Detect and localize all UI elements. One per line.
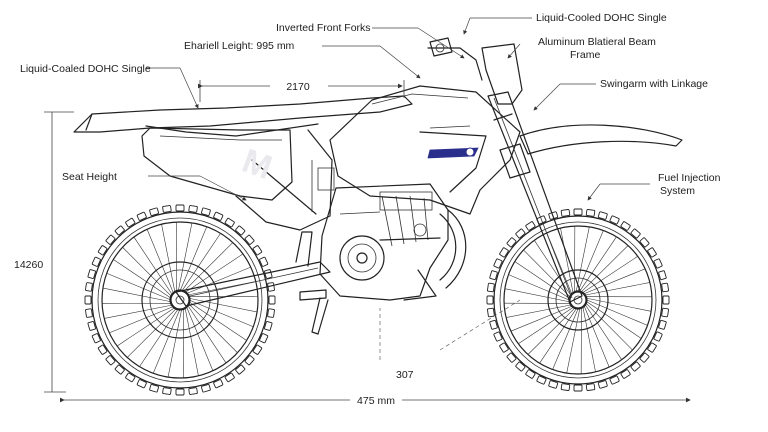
label-fuel-line1: Fuel Injection [658,172,721,184]
callout-leaders [146,17,650,201]
front-forks [487,91,583,303]
label-fuel-line2: System [660,185,695,197]
side-number-plate [141,127,293,201]
front-wheel [486,208,670,392]
label-ground-clearance: Ehariell Leight: 995 mm [184,40,295,52]
dim-left-height [44,111,74,393]
dim-top-length [198,80,405,102]
rear-wheel [84,204,276,396]
label-seat-height: Seat Height [62,171,117,183]
watermark: M [237,142,277,187]
label-swingarm: Swingarm with Linkage [600,78,708,90]
label-engine-top-right: Liquid-Cooled DOHC Single [536,12,667,24]
front-brake-disc [547,269,609,331]
dim-small-label: 307 [396,369,414,381]
dim-length-label: 2170 [286,81,310,93]
label-engine-left: Liquid-Coaled DOHC Single [20,63,151,75]
front-fender [519,124,683,155]
rear-brake-disc [141,261,219,339]
label-frame-line2: Frame [570,49,600,61]
airbox-frame [235,129,335,231]
number-plate-front [481,43,523,105]
handlebar [427,37,483,81]
footpeg [299,289,329,335]
label-frame-line1: Aluminum Blatieral Beam [538,36,656,48]
swingarm [175,231,331,307]
dim-height-label: 14260 [14,259,43,271]
fuel-tank-shroud [329,85,521,215]
exhaust-header [439,209,467,289]
dim-bottom-small [379,299,521,360]
label-inverted-forks: Inverted Front Forks [276,22,371,34]
engine [319,183,449,301]
dim-wheelbase-label: 475 mm [357,395,395,407]
